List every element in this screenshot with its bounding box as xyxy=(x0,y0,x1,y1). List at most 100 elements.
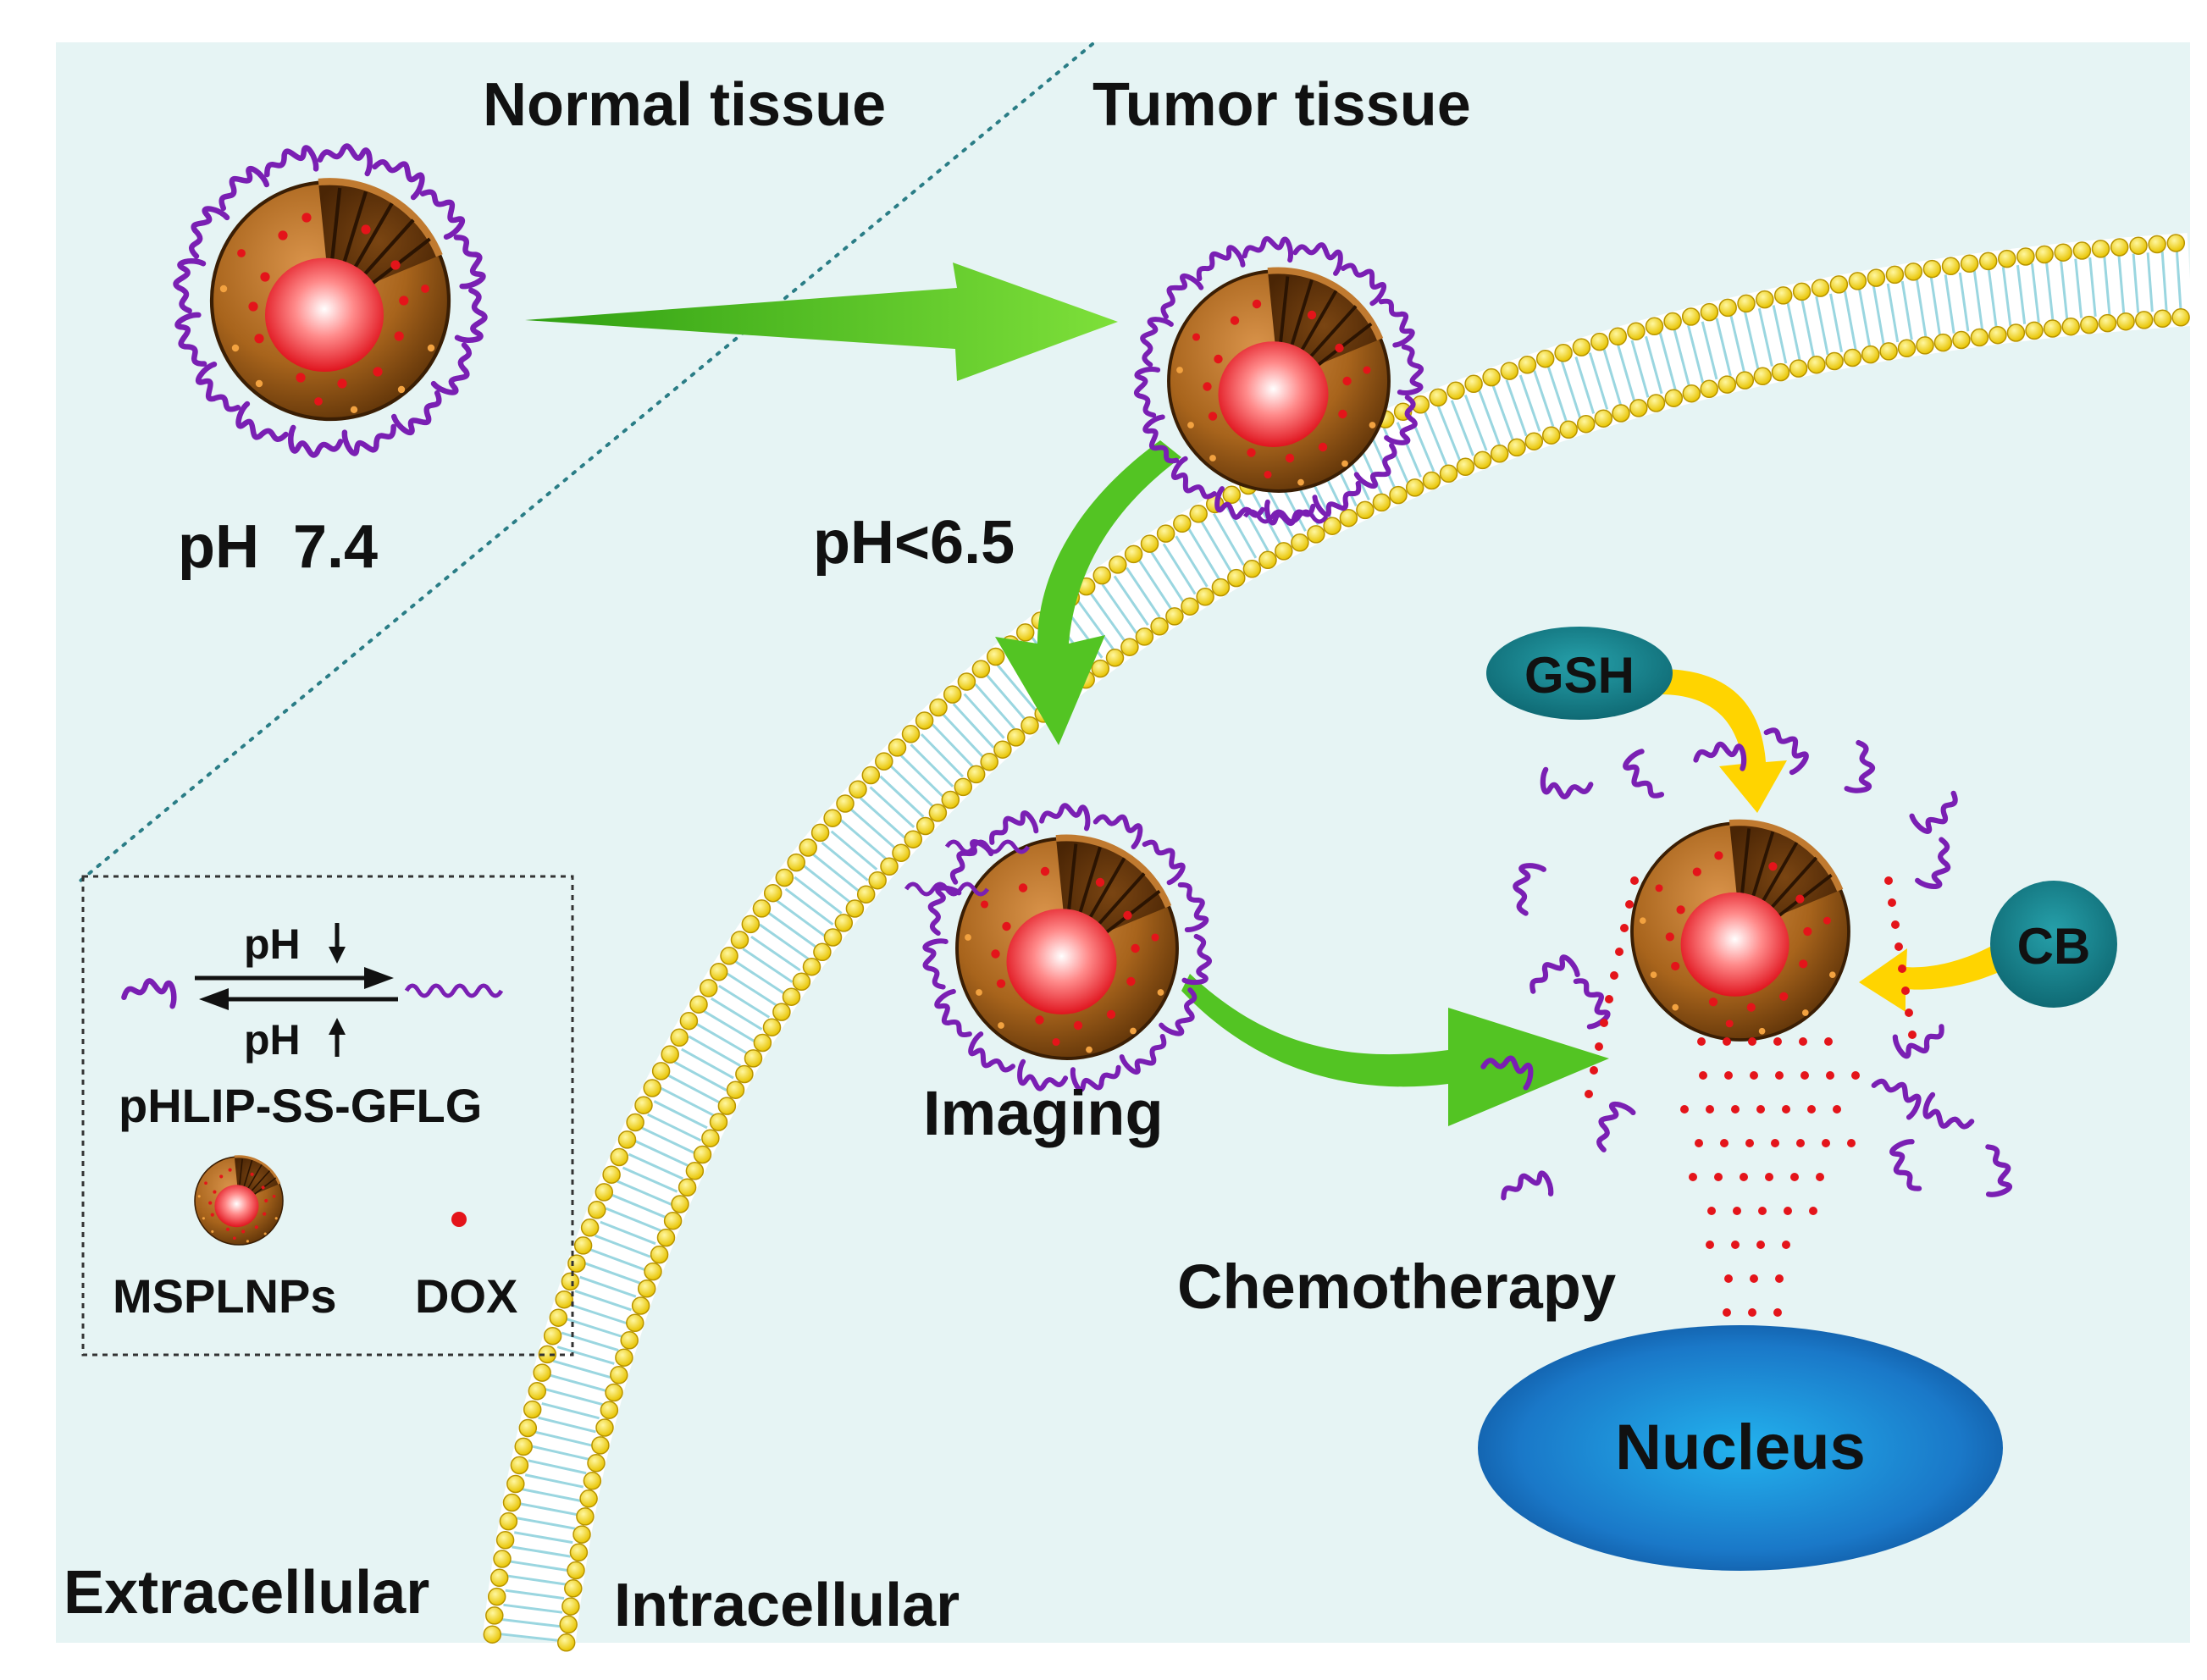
lipid-head xyxy=(1429,388,1447,407)
lipid-head xyxy=(620,1331,639,1350)
lipid-head xyxy=(567,1254,586,1273)
lipid-head xyxy=(1227,568,1246,588)
lipid-head xyxy=(693,1145,712,1164)
lipid-head xyxy=(762,1018,782,1036)
lipid-head xyxy=(567,1561,585,1580)
lipid-head xyxy=(1446,381,1465,401)
lipid-head xyxy=(1627,322,1646,340)
legend-dox-label: DOX xyxy=(415,1269,517,1323)
lipid-head xyxy=(561,1597,580,1616)
lipid-head xyxy=(752,899,772,918)
lipid-head xyxy=(2035,245,2054,264)
lipid-head xyxy=(2148,235,2166,254)
lipid-head xyxy=(1664,389,1684,407)
imaging-label: Imaging xyxy=(923,1078,1164,1148)
lipid-head xyxy=(1091,659,1110,678)
dox-dot xyxy=(1706,1241,1714,1249)
lipid-head xyxy=(787,853,805,872)
lipid-head xyxy=(485,1606,504,1625)
lipid-head xyxy=(1829,275,1849,294)
legend-dox-icon xyxy=(451,1212,467,1227)
arrow-to-imaging xyxy=(995,440,1181,745)
lipid-head xyxy=(904,830,923,848)
dox-dot xyxy=(1595,1042,1603,1051)
lipid-head xyxy=(1518,356,1537,374)
dox-dot xyxy=(1809,1207,1817,1215)
lipid-head xyxy=(929,698,948,717)
lipid-head xyxy=(528,1382,547,1401)
lipid-head xyxy=(580,1219,600,1237)
arrow-cb xyxy=(1859,931,2028,1012)
lipid-head xyxy=(610,1147,628,1167)
lipid-head xyxy=(1792,282,1812,301)
lipid-head xyxy=(1105,649,1125,667)
lipid-head xyxy=(1700,379,1718,399)
lipid-head xyxy=(1211,578,1231,597)
lipid-head xyxy=(1307,525,1325,544)
lipid-head xyxy=(678,1178,697,1197)
lipid-head xyxy=(483,1625,502,1644)
lipid-head xyxy=(928,804,948,822)
lipid-head xyxy=(1156,524,1175,543)
lipid-head xyxy=(1717,375,1737,394)
legend-ph-down-arrow xyxy=(329,923,346,964)
nanoparticle-imaging xyxy=(957,837,1177,1058)
lipid-head xyxy=(709,963,728,981)
lipid-head xyxy=(1681,307,1701,326)
extracellular-label: Extracellular xyxy=(64,1559,429,1627)
lipid-head xyxy=(671,1195,689,1213)
lipid-head xyxy=(1771,362,1790,382)
dox-dot xyxy=(1822,1139,1830,1147)
lipid-head xyxy=(1941,257,1961,276)
lipid-head xyxy=(1135,627,1154,646)
lipid-head xyxy=(1572,338,1591,356)
lipid-head xyxy=(1500,362,1519,380)
dox-dot xyxy=(1775,1274,1784,1283)
lipid-head xyxy=(966,765,986,784)
lipid-head xyxy=(617,1130,637,1149)
dox-dot xyxy=(1782,1105,1790,1114)
lipid-head xyxy=(2091,240,2110,258)
lipid-head xyxy=(1867,268,1886,287)
dox-dot xyxy=(1773,1308,1782,1317)
lipid-head xyxy=(892,843,910,862)
chemotherapy-label: Chemotherapy xyxy=(1177,1252,1616,1322)
legend-peptide-label: pHLIP-SS-GFLG xyxy=(119,1079,482,1132)
legend-nanoparticle-label: MSPLNPs xyxy=(113,1269,337,1323)
lipid-head xyxy=(915,816,935,836)
lipid-head xyxy=(1339,508,1358,528)
lipid-head xyxy=(523,1400,542,1419)
lipid-head xyxy=(735,1064,754,1084)
lipid-head xyxy=(1608,327,1628,346)
lipid-head xyxy=(849,780,867,799)
lipid-head xyxy=(1173,514,1192,533)
lipid-head xyxy=(2016,247,2035,266)
lipid-head xyxy=(626,1313,644,1333)
intracellular-label: Intracellular xyxy=(614,1572,960,1639)
lipid-head xyxy=(561,1272,580,1291)
lipid-head xyxy=(699,979,718,998)
lipid-head xyxy=(1916,336,1934,355)
lipid-head xyxy=(1904,262,1923,281)
dox-dot xyxy=(1824,1037,1833,1046)
lipid-head xyxy=(957,672,976,691)
lipid-head xyxy=(663,1211,683,1230)
lipid-head xyxy=(1612,404,1630,423)
lipid-head xyxy=(1663,312,1682,331)
lipid-head xyxy=(2129,236,2148,255)
dox-dot xyxy=(1630,876,1639,885)
lipid-head xyxy=(564,1579,583,1598)
lipid-head xyxy=(602,1165,621,1184)
lipid-head xyxy=(1594,409,1613,428)
lipid-head xyxy=(1848,272,1867,290)
lipid-head xyxy=(1789,359,1808,378)
legend-frame xyxy=(81,875,574,1357)
lipid-head xyxy=(1933,333,1953,352)
lipid-head xyxy=(775,868,794,887)
lipid-head xyxy=(595,1418,614,1437)
lipid-head xyxy=(823,928,843,947)
lipid-head xyxy=(555,1290,573,1309)
dox-dot xyxy=(1723,1037,1731,1046)
dox-dot xyxy=(1773,1037,1782,1046)
